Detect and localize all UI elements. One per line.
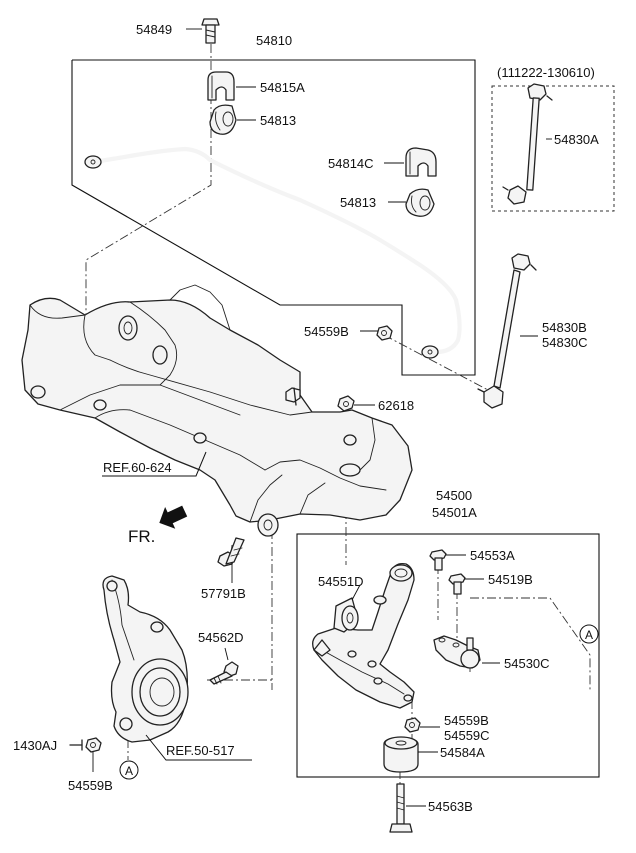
label-1430AJ: 1430AJ [13,738,57,753]
label-54810: 54810 [256,33,292,48]
label-54500: 54500 [436,488,472,503]
nut-62618 [337,395,355,412]
label-circle-a-left: A [125,764,133,778]
label-54830B: 54830B [542,320,587,335]
bushing-54813-lower [405,188,435,217]
bushing-54813-upper [209,104,237,135]
label-54501A: 54501A [432,505,477,520]
label-54559B-mid: 54559B [444,713,489,728]
label-front: FR. [128,527,155,546]
link-variant-frame [491,85,615,212]
label-54563B: 54563B [428,799,473,814]
bolt-54563B [389,783,413,833]
label-54559B-upper: 54559B [304,324,349,339]
label-ref-60-624: REF.60-624 [103,460,172,475]
label-54849: 54849 [136,22,172,37]
steering-knuckle [102,575,189,743]
label-date-range: (111222-130610) [497,65,595,80]
bolt-54849 [201,18,220,44]
label-57791B: 57791B [201,586,246,601]
label-54530C: 54530C [504,656,550,671]
label-54815A: 54815A [260,80,305,95]
bolt-54519B [448,573,466,595]
stabilizer-link-54830A [502,83,553,205]
label-54551D: 54551D [318,574,364,589]
ref-60-624-underline [102,451,207,477]
cotter-pin-1430AJ [69,739,83,751]
label-54559C: 54559C [444,728,490,743]
lower-control-arm-54500 [312,562,415,709]
label-54813-upper: 54813 [260,113,296,128]
label-54814C: 54814C [328,156,374,171]
label-54830A: 54830A [554,132,599,147]
stabilizer-link-54830B [477,253,537,409]
ball-joint-54530C [433,635,481,669]
leader-lines [92,28,552,807]
front-subframe [21,284,413,537]
label-ref-50-517: REF.50-517 [166,743,235,758]
bushing-54551D [333,597,359,633]
label-54562D: 54562D [198,630,244,645]
label-54584A: 54584A [440,745,485,760]
bolt-54553A [429,549,447,571]
part-labels: 54849 54810 54815A 54813 54814C 54813 54… [13,22,599,814]
stabilizer-bar-54810 [84,146,462,359]
nut-54559B-54559C [404,717,421,733]
label-54830C: 54830C [542,335,588,350]
label-54519B: 54519B [488,572,533,587]
label-circle-a-right: A [585,628,593,642]
stabilizer-group-frame [71,59,476,376]
ref-50-517-underline [145,734,252,761]
reference-circle-a-right [579,624,599,644]
label-54553A: 54553A [470,548,515,563]
label-54813-lower: 54813 [340,195,376,210]
nut-54559B-upper [376,325,393,341]
nut-54559B-lower [85,737,102,753]
front-direction-arrow [159,505,188,529]
bracket-54815A [207,71,235,101]
bolt-57791B [217,537,245,567]
bolt-54562D [209,661,239,685]
label-54559B-lower: 54559B [68,778,113,793]
bracket-54814C [405,147,437,177]
bushing-54584A [383,736,419,773]
lower-arm-group-frame [296,533,600,778]
label-62618: 62618 [378,398,414,413]
reference-circle-a-left [119,760,139,780]
